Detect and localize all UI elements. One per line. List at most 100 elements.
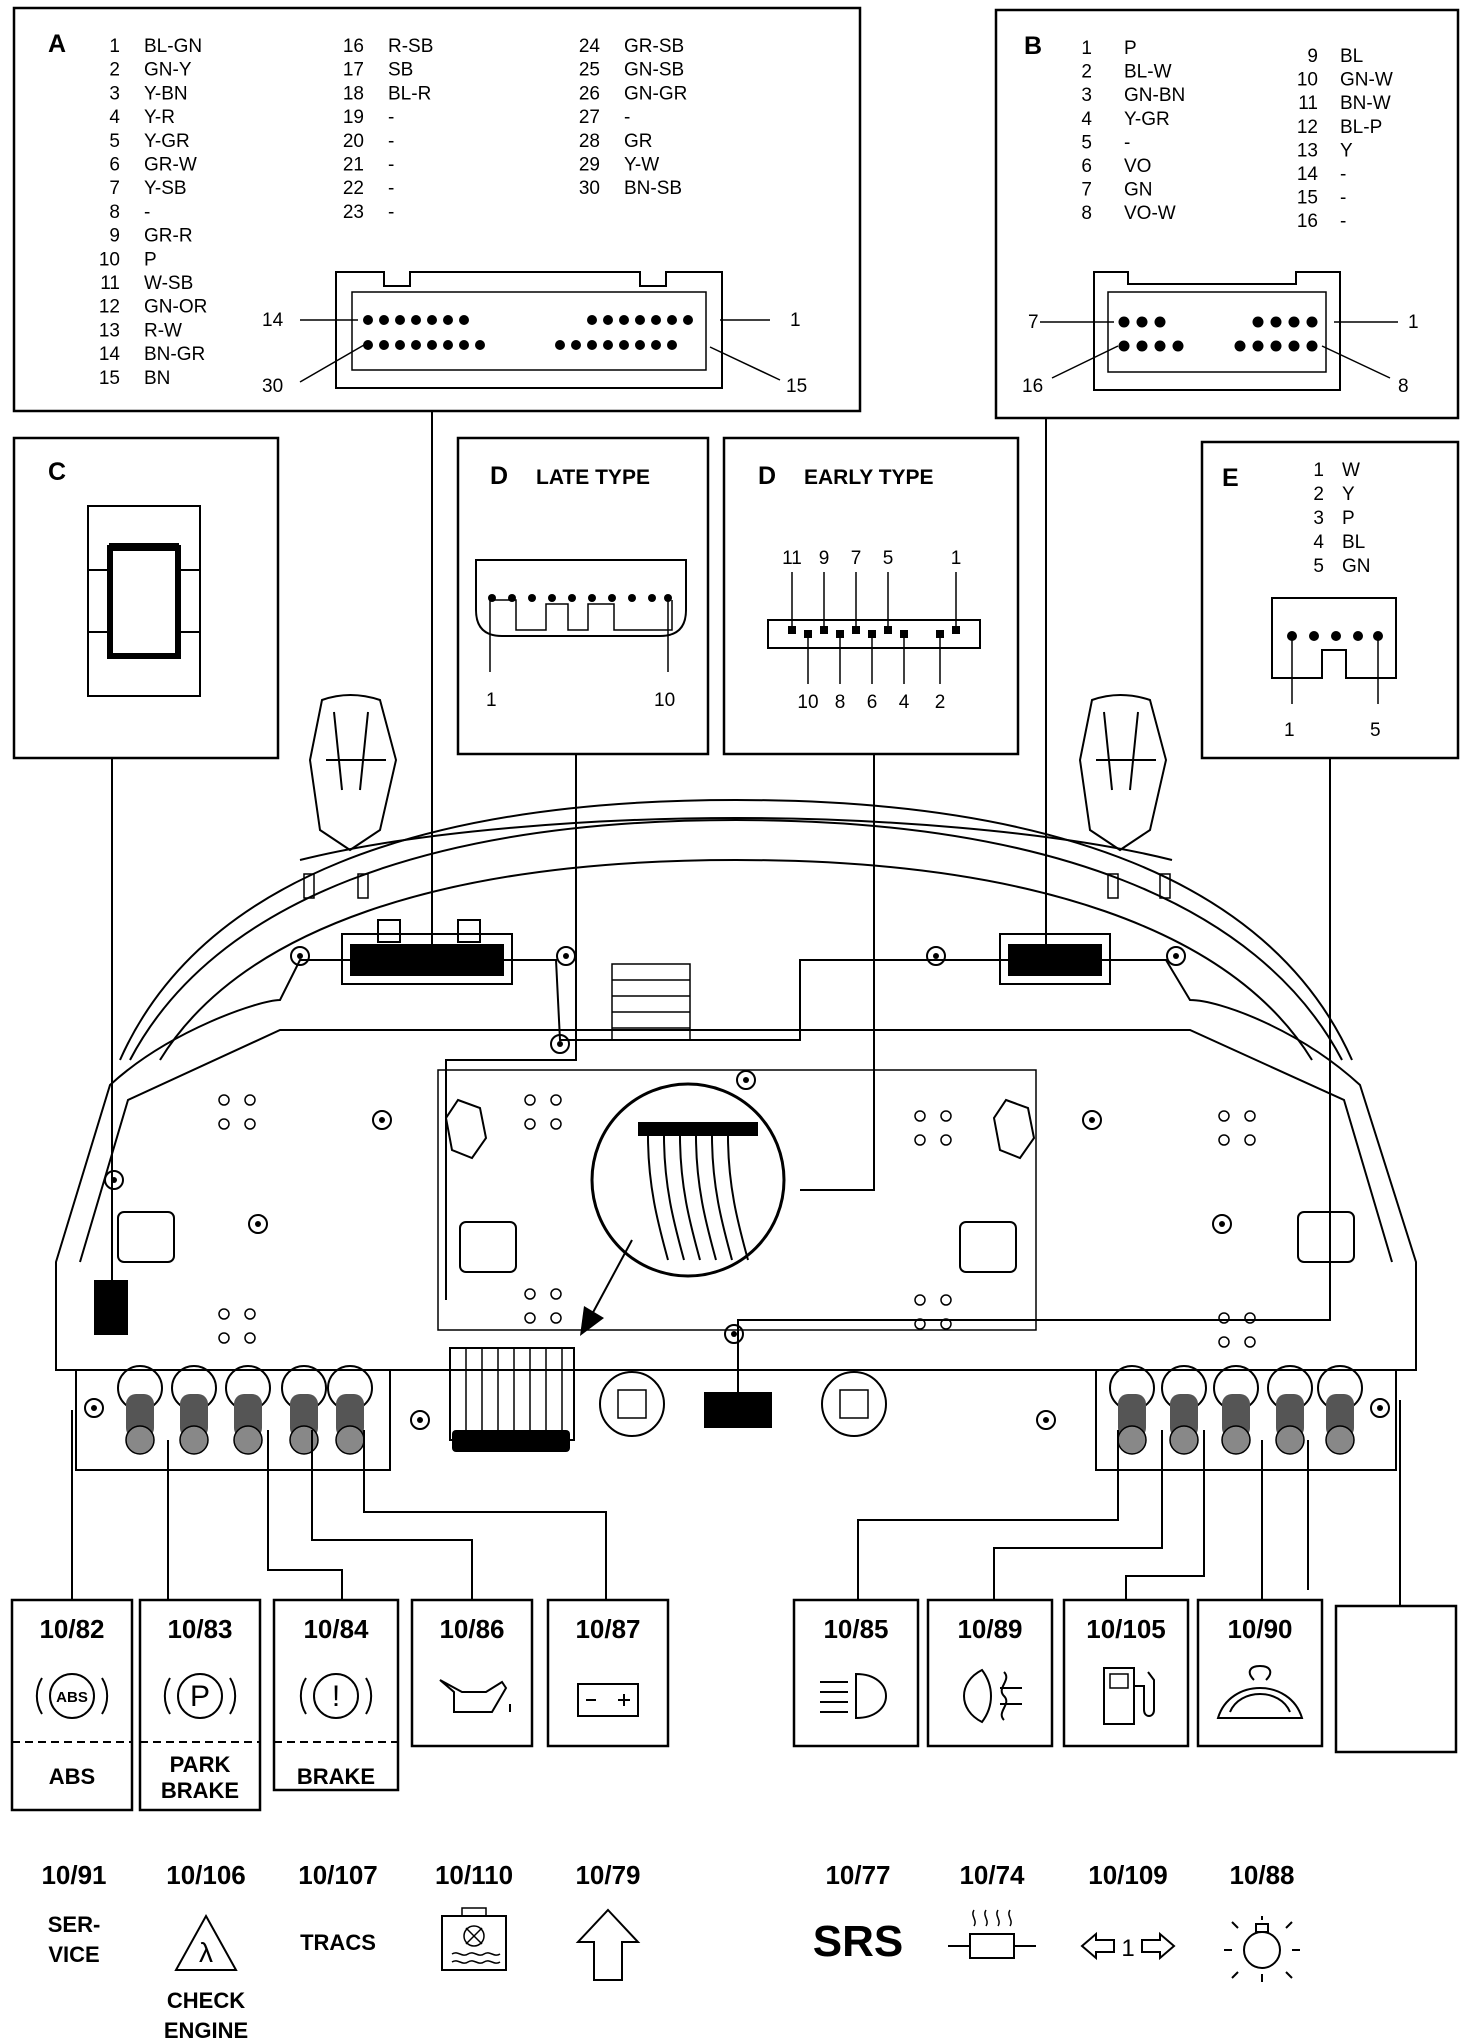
connector-a-pin-color: BL-GN — [144, 36, 202, 57]
connector-b-callout-1: 1 — [1408, 312, 1419, 333]
board-hole — [218, 1332, 230, 1344]
connector-a-pin-dot — [619, 315, 629, 325]
connector-b-pin-number: 4 — [1081, 109, 1092, 130]
screw-hole — [1043, 1417, 1049, 1423]
connector-b-pin-number: 5 — [1081, 132, 1092, 153]
lamp-box-unlabeled — [1334, 1604, 1458, 1754]
board-hole — [940, 1134, 952, 1146]
board-hole — [914, 1110, 926, 1122]
connector-b-pin-color: BN-W — [1340, 93, 1391, 114]
connector-a-pin-number: 26 — [579, 83, 600, 104]
connector-b-callout-8: 8 — [1398, 376, 1409, 397]
connector-b-pin-color: VO — [1124, 156, 1151, 177]
board-hole — [1218, 1312, 1230, 1324]
screw-hole — [557, 1041, 563, 1047]
screw-hole — [1166, 946, 1186, 966]
connector-a-pin-color: BN-SB — [624, 178, 682, 199]
screw-hole — [550, 1034, 570, 1054]
connector-a-pin-dot — [667, 315, 677, 325]
bulb-holder — [1221, 1425, 1251, 1455]
board-hole — [914, 1294, 926, 1306]
connector-e-pin-5: 5 — [1370, 720, 1381, 741]
screw-hole — [1173, 953, 1179, 959]
connector-c-letter: C — [48, 458, 66, 486]
board-hole — [218, 1094, 230, 1106]
connector-b-pin-dot — [1288, 340, 1300, 352]
connector-b-pin-color: GN-W — [1340, 70, 1393, 91]
connector-d-late-pin-dot — [588, 594, 596, 602]
connector-d-early-pin-label: 11 — [782, 548, 802, 569]
connector-d-early-pin-label: 1 — [951, 548, 962, 569]
connector-a-callout-15: 15 — [786, 376, 807, 397]
connector-a-pin-color: BN-GR — [144, 344, 205, 365]
bulb-holder — [289, 1425, 319, 1455]
connector-b-pin-number: 7 — [1081, 180, 1092, 201]
connector-b-pin-dot — [1136, 340, 1148, 352]
connector-a-pin-dot — [651, 315, 661, 325]
board-hole — [550, 1312, 562, 1324]
lamp-code: 10/85 — [823, 1614, 888, 1644]
connector-a-pin-number: 15 — [99, 368, 120, 389]
connector-b-pin-number: 16 — [1297, 211, 1318, 232]
connector-b-pin-dot — [1252, 316, 1264, 328]
connector-a-pin-number: 4 — [109, 107, 120, 128]
screw-hole — [933, 953, 939, 959]
brake-lamp-icon: ! — [299, 1673, 373, 1719]
connector-a-pin-color: SB — [388, 60, 413, 81]
connector-e-pin-number: 2 — [1313, 484, 1324, 505]
oil-can-icon — [439, 1679, 511, 1713]
connector-a-pin-number: 24 — [579, 36, 601, 57]
board-hole — [244, 1094, 256, 1106]
bulb-holder — [1169, 1425, 1199, 1455]
connector-d-late-pin-dot — [508, 594, 516, 602]
battery-icon — [577, 1683, 639, 1717]
screw-hole — [91, 1405, 97, 1411]
board-hole — [550, 1094, 562, 1106]
lamp-label: BRAKE — [297, 1764, 375, 1789]
bulb-holder — [335, 1425, 365, 1455]
connector-a-pin-dot — [635, 315, 645, 325]
connector-a-pin-number: 11 — [100, 273, 120, 294]
board-hole — [1244, 1312, 1256, 1324]
connector-a-pin-dot — [587, 315, 597, 325]
coolant-fan-icon — [441, 1907, 507, 1971]
connector-a-pin-number: 3 — [109, 83, 120, 104]
board-hole — [244, 1118, 256, 1130]
connector-b-pin-color: Y-GR — [1124, 109, 1170, 130]
lamp-label: PARK — [170, 1752, 231, 1777]
connector-a-pin-number: 9 — [109, 226, 120, 247]
connector-e-pin-color: Y — [1342, 484, 1355, 505]
screw-hole — [417, 1417, 423, 1423]
connector-d-early-pin-label: 9 — [819, 548, 830, 569]
connector-a-pin-color: GN-Y — [144, 60, 192, 81]
screw-hole — [1219, 1221, 1225, 1227]
connector-a-pin-dot — [443, 315, 453, 325]
connector-d-late-pin-dot — [488, 594, 496, 602]
connector-a-pin-number: 10 — [99, 249, 120, 270]
connector-e-pin-dot — [1309, 631, 1319, 641]
connector-b-pin-color: BL-W — [1124, 62, 1172, 83]
connector-a-pin-color: P — [144, 249, 157, 270]
connector-d-late-pin-dot — [528, 594, 536, 602]
indicator-10-79: 10/79 — [575, 1860, 641, 1981]
screw-hole — [372, 1110, 392, 1130]
connector-a-pin-number: 29 — [579, 155, 600, 176]
connector-b-callout-16: 16 — [1022, 376, 1043, 397]
connector-a-pin-dot — [379, 315, 389, 325]
connector-a-pin-number: 5 — [109, 131, 120, 152]
connector-a-pin-number: 25 — [579, 60, 600, 81]
connector-a-pin-dot — [667, 340, 677, 350]
connector-d-early-pin-dot — [936, 630, 944, 638]
connector-e-pin-1: 1 — [1284, 720, 1295, 741]
connector-b-pin-dot — [1118, 316, 1130, 328]
connector-a-pin-dot — [411, 315, 421, 325]
bulb-holder — [290, 1394, 318, 1438]
connector-d-late-pin-dot — [568, 594, 576, 602]
connector-b-pin-dot — [1136, 316, 1148, 328]
bulb-holder — [233, 1425, 263, 1455]
screw-hole — [379, 1117, 385, 1123]
connector-a-pin-dot — [603, 340, 613, 350]
